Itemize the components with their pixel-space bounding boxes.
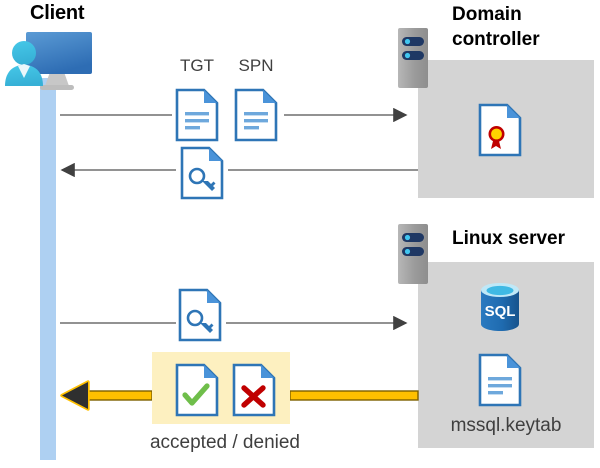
title-dc-line1: Domain: [452, 4, 522, 25]
document-key-icon-service-ticket: [178, 288, 222, 342]
server-rack-icon-linux: [398, 224, 428, 284]
client-workstation-icon: [4, 22, 100, 94]
page-title-client: Client: [30, 2, 85, 24]
title-dc-line2: controller: [452, 29, 540, 50]
label-mssql-keytab: mssql.keytab: [450, 415, 562, 436]
certificate-document-icon: [478, 103, 522, 157]
page-title-domain-controller: Domain controller: [452, 2, 600, 52]
document-icon-keytab: [478, 353, 522, 407]
sql-database-icon: SQL: [477, 281, 523, 333]
svg-text:SQL: SQL: [485, 303, 516, 320]
label-accepted-denied: accepted / denied: [149, 432, 300, 453]
document-check-icon-accepted: [175, 363, 219, 417]
document-icon-spn: [234, 88, 278, 142]
label-tgt: TGT: [180, 56, 214, 75]
document-icon-tgt: [175, 88, 219, 142]
label-spn: SPN: [238, 56, 274, 75]
page-title-linux-server: Linux server: [452, 228, 565, 249]
document-key-icon-ticket: [180, 146, 224, 200]
server-rack-icon-domain-controller: [398, 28, 428, 88]
document-x-icon-denied: [232, 363, 276, 417]
client-lifeline: [40, 78, 56, 460]
